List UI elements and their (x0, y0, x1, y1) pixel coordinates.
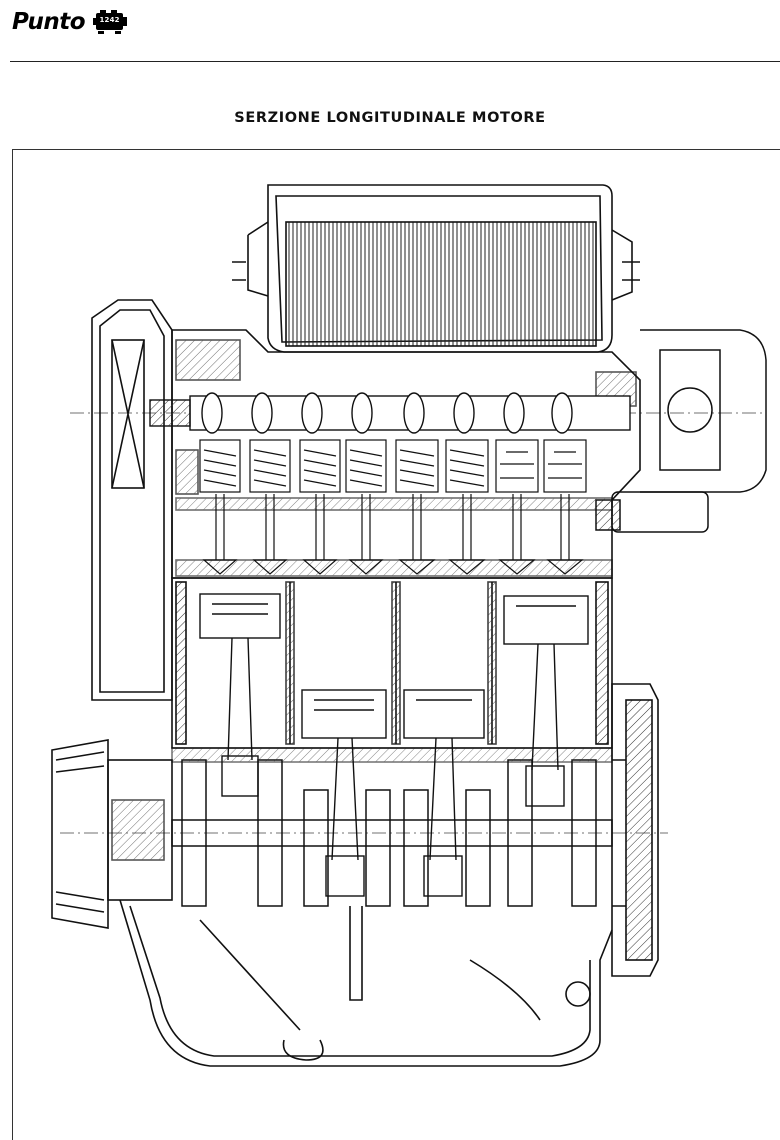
oil-sump (119, 899, 613, 1067)
engine-code: 1242 (99, 16, 120, 24)
camshaft (149, 392, 631, 434)
page-header: Punto 1242 (12, 4, 129, 40)
engine-section-drawing (51, 184, 767, 1067)
pistons (199, 593, 589, 739)
page-title: SERZIONE LONGITUDINALE MOTORE (234, 110, 546, 126)
valvetrain (199, 439, 587, 575)
header-divider (10, 61, 780, 62)
crankshaft (171, 747, 613, 907)
engine-block-icon: 1242 (93, 9, 129, 35)
air-filter (232, 184, 640, 353)
cylinder-head (171, 329, 641, 579)
drawing-frame (12, 149, 780, 1140)
flywheel (611, 683, 659, 977)
cylinder-block (171, 577, 613, 749)
timing-cover (91, 299, 173, 701)
center-lines (60, 412, 765, 834)
brand-name: Punto (12, 9, 86, 35)
distributor-housing (595, 329, 767, 533)
crank-pulley (51, 739, 173, 929)
